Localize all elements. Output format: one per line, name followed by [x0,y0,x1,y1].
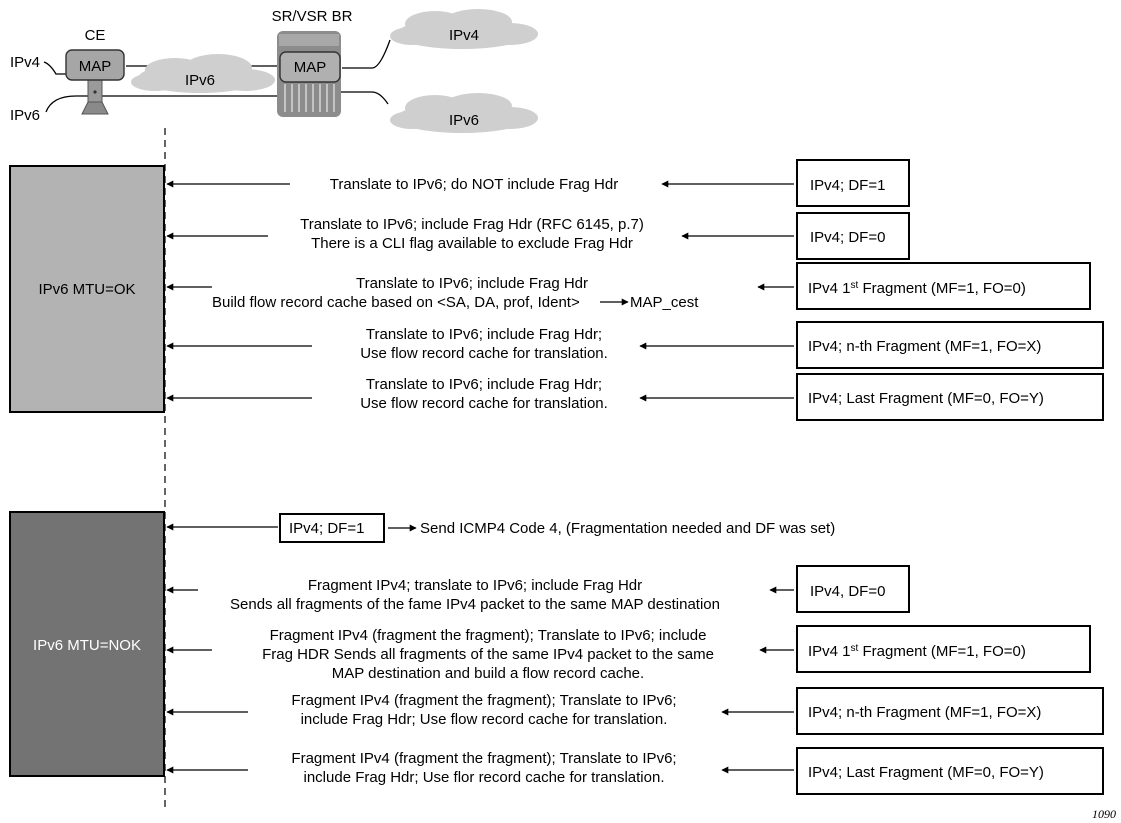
ok-row-2-packet-box [796,212,910,260]
nok-df1-action: Send ICMP4 Code 4, (Fragmentation needed… [420,520,835,537]
nok-row-1-packet: IPv4, DF=0 [810,583,885,600]
nok-row-4: Fragment IPv4 (fragment the fragment); T… [166,747,1104,795]
ok-row-2-text-line-2: There is a CLI flag available to exclude… [311,235,633,252]
ok-row-5: Translate to IPv6; include Frag Hdr; Use… [166,373,1104,421]
network-header: CE MAP IPv4 IPv6 IPv6 SR/VSR BR [10,8,538,133]
nok-row-3-text-line-1: Fragment IPv4 (fragment the fragment); T… [291,692,676,709]
br-map-box [279,51,341,83]
ipv6-mtu-ok-label: IPv6 MTU=OK [38,281,135,298]
nok-row-1-text-line-2: Sends all fragments of the fame IPv4 pac… [230,596,720,613]
nok-df1-row: IPv4; DF=1 Send ICMP4 Code 4, (Fragmenta… [166,513,835,543]
ok-row-2-packet: IPv4; DF=0 [810,229,885,246]
ok-row-2: Translate to IPv6; include Frag Hdr (RFC… [166,212,910,260]
ok-row-3-text-line-2: Build flow record cache based on <SA, DA… [212,294,580,311]
ok-row-5-text-line-2: Use flow record cache for translation. [360,395,608,412]
nok-row-1: Fragment IPv4; translate to IPv6; includ… [166,565,910,613]
nok-row-1-packet-box [796,565,910,613]
ok-row-1-packet: IPv4; DF=1 [810,177,885,194]
nok-row-2-packet-box [796,625,1091,673]
left-ipv4-label: IPv4 [10,54,40,71]
ok-row-3-packet-box [796,262,1091,310]
nok-row-4-text-line-2: include Frag Hdr; Use flor record cache … [304,769,665,786]
ok-row-3-text-map-cest: MAP_cest [630,294,699,311]
nok-row-2-text-line-2: Frag HDR Sends all fragments of the same… [262,646,714,663]
nok-row-2-packet: IPv4 1st Fragment (MF=1, FO=0) [808,643,1026,660]
cloud-ipv6-bottom-label: IPv6 [449,112,479,129]
nok-row-3-packet: IPv4; n-th Fragment (MF=1, FO=X) [808,704,1041,721]
nok-df1-packet-box [279,513,385,543]
nok-df1-packet: IPv4; DF=1 [289,520,364,537]
ok-row-4-text-line-1: Translate to IPv6; include Frag Hdr; [366,326,602,343]
ipv6-mtu-ok-box [9,165,165,413]
ce-map-label: MAP [79,58,112,75]
ok-row-4-packet: IPv4; n-th Fragment (MF=1, FO=X) [808,338,1041,355]
nok-row-2-text-line-3: MAP destination and build a flow record … [332,665,644,682]
ok-row-3-packet: IPv4 1st Fragment (MF=1, FO=0) [808,280,1026,297]
nok-row-1-text-line-1: Fragment IPv4; translate to IPv6; includ… [308,577,642,594]
ce-map-box [65,49,125,81]
br-map-label: MAP [294,59,327,76]
ok-row-4: Translate to IPv6; include Frag Hdr; Use… [166,321,1104,369]
ok-row-1-text: Translate to IPv6; do NOT include Frag H… [330,176,618,193]
ok-row-2-text-line-1: Translate to IPv6; include Frag Hdr (RFC… [300,216,644,233]
nok-row-4-packet-box [796,747,1104,795]
br-label: SR/VSR BR [272,8,353,25]
nok-row-2-text-line-1: Fragment IPv4 (fragment the fragment); T… [270,627,707,644]
nok-row-4-text-line-1: Fragment IPv4 (fragment the fragment); T… [291,750,676,767]
ok-row-4-packet-box [796,321,1104,369]
ipv6-cloud-icon [131,54,275,93]
ipv6-cloud-bottom-icon [390,93,538,133]
ok-row-3: Translate to IPv6; include Frag Hdr Buil… [166,262,1091,311]
br-to-ipv4-link [342,39,391,69]
ok-row-4-text-line-2: Use flow record cache for translation. [360,345,608,362]
nok-row-3-packet-box [796,687,1104,735]
nok-row-2: Fragment IPv4 (fragment the fragment); T… [166,625,1091,682]
ok-row-1-packet-box [796,159,910,207]
nok-row-4-packet: IPv4; Last Fragment (MF=0, FO=Y) [808,764,1044,781]
cloud-ipv6-label: IPv6 [185,72,215,89]
figure-id: 1090 [1092,807,1116,821]
ipv6-mtu-nok-label: IPv6 MTU=NOK [33,637,141,654]
ipv4-cloud-icon [390,9,538,49]
nok-row-3: Fragment IPv4 (fragment the fragment); T… [166,687,1104,735]
ipv4-link-left [43,61,68,75]
ok-row-3-text-line-1: Translate to IPv6; include Frag Hdr [356,275,588,292]
ok-row-5-text-line-1: Translate to IPv6; include Frag Hdr; [366,376,602,393]
ce-router-icon [65,49,125,115]
br-router-icon [277,31,341,117]
cloud-ipv4-label: IPv4 [449,27,479,44]
ok-row-1: Translate to IPv6; do NOT include Frag H… [166,159,910,207]
ok-row-5-packet-box [796,373,1104,421]
ce-label: CE [85,27,106,44]
left-ipv6-label: IPv6 [10,107,40,124]
ok-row-5-packet: IPv4; Last Fragment (MF=0, FO=Y) [808,390,1044,407]
ipv6-mtu-nok-box [9,511,165,777]
nok-row-3-text-line-2: include Frag Hdr; Use flow record cache … [301,711,668,728]
